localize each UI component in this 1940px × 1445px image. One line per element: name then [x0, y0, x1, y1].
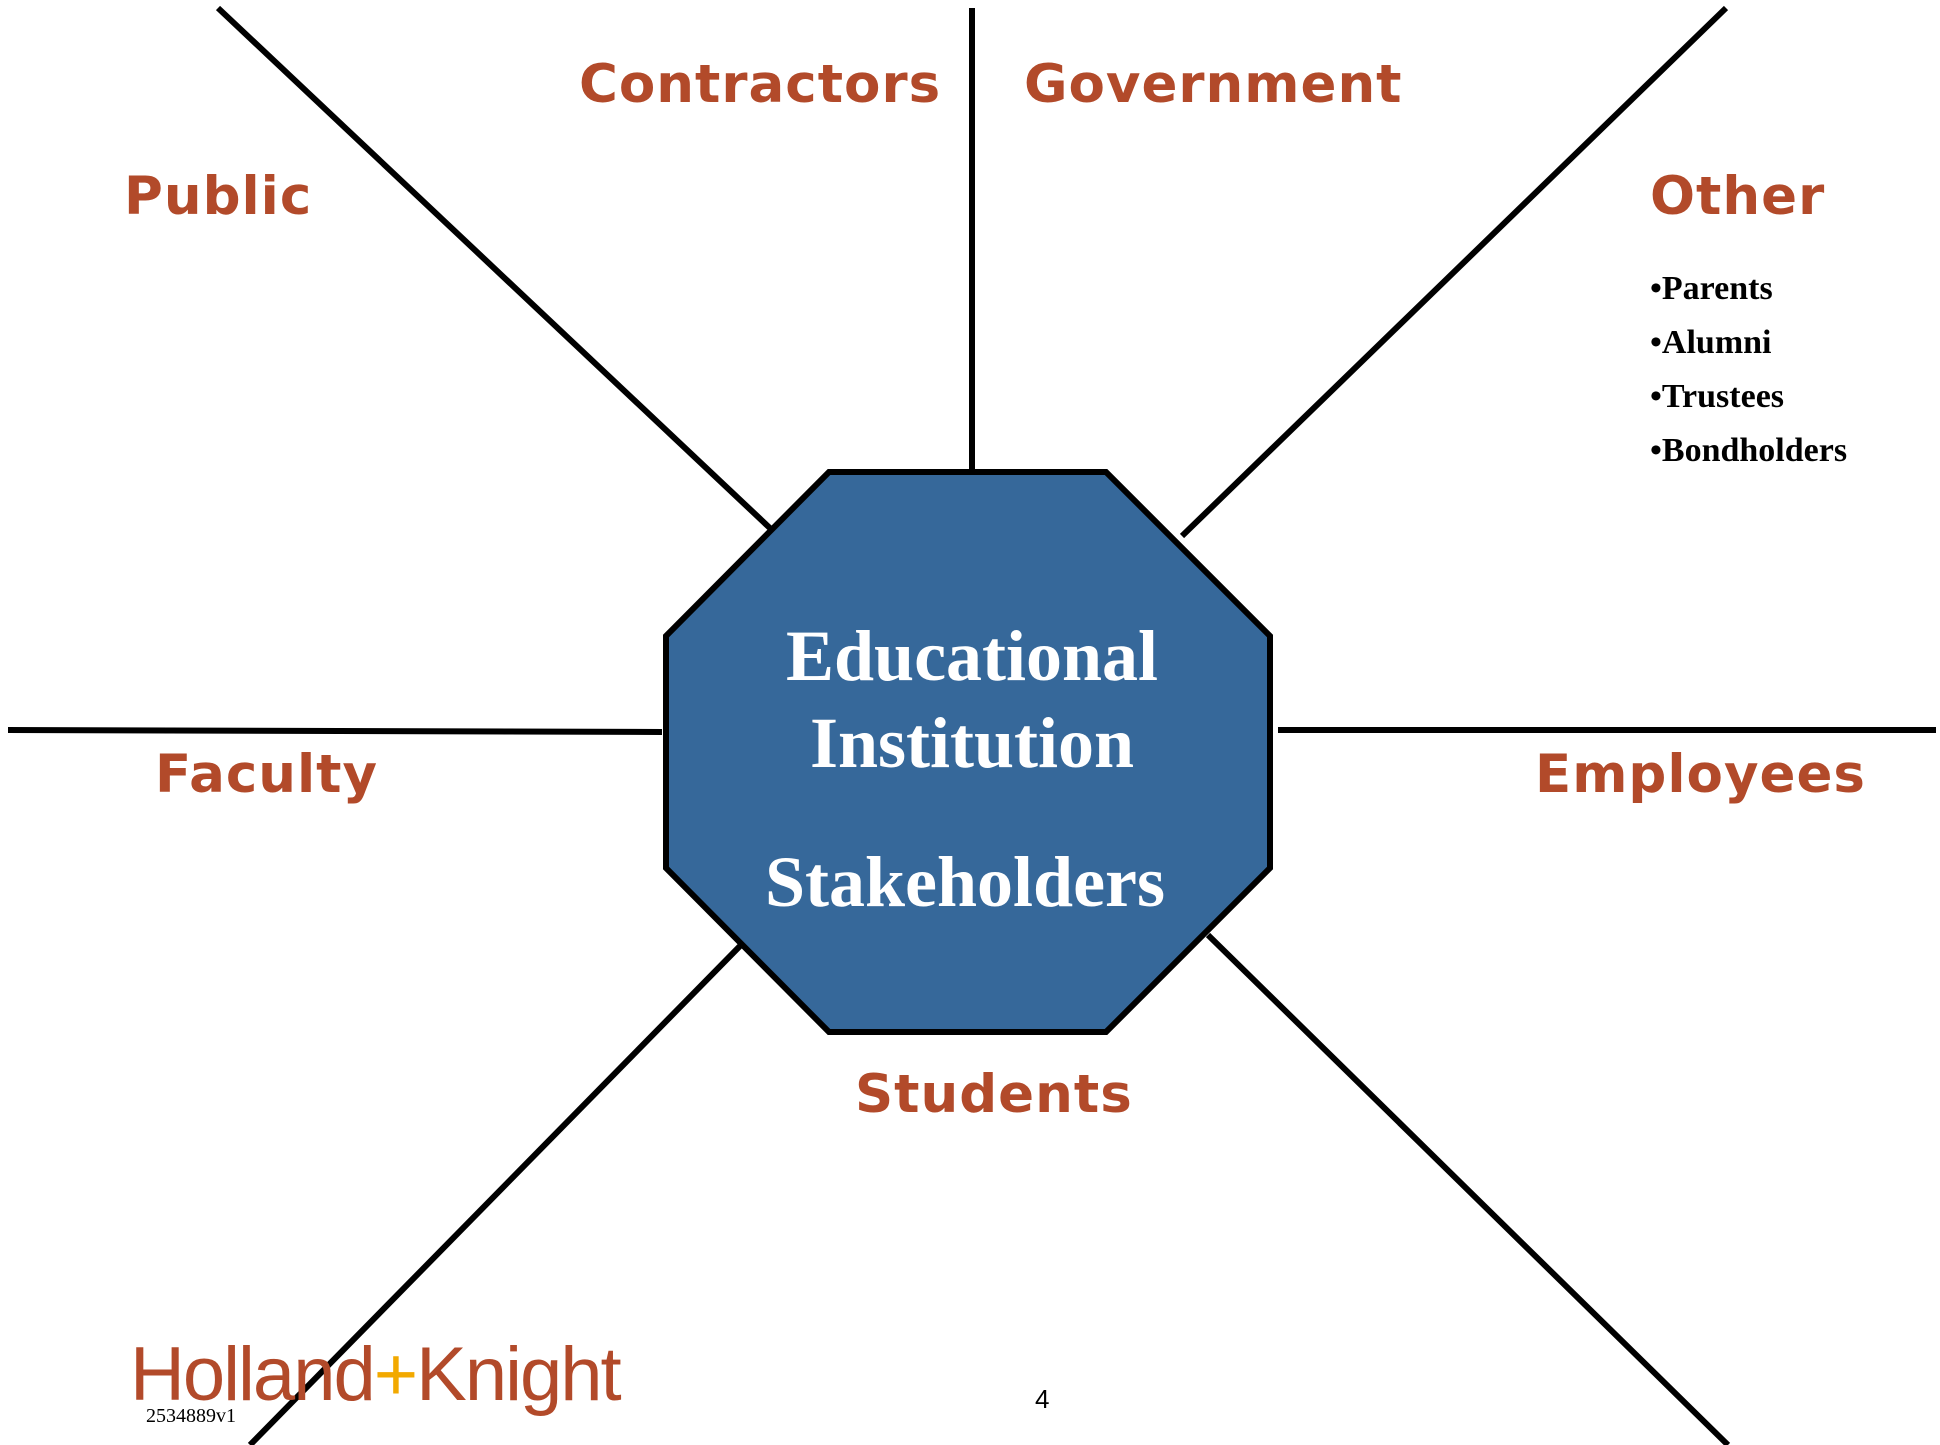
- label-contractors: Contractors: [579, 54, 941, 115]
- logo-holland: Holland: [130, 1332, 374, 1417]
- logo-knight: Knight: [416, 1332, 621, 1417]
- label-other: Other: [1650, 166, 1825, 227]
- other-item-bondholders: •Bondholders: [1650, 432, 1847, 469]
- other-item-alumni: •Alumni: [1650, 324, 1772, 361]
- spoke-top-left: [215, 5, 775, 533]
- document-id: 2534889v1: [146, 1405, 236, 1427]
- spoke-lines: [7, 5, 1936, 1445]
- spoke-top-right: [1179, 5, 1729, 539]
- spoke-bottom-right: [1205, 932, 1731, 1445]
- other-item-parents: •Parents: [1650, 270, 1773, 307]
- logo-plus: +: [374, 1332, 416, 1417]
- center-title-line1: Educational: [786, 616, 1158, 696]
- page-number: 4: [1035, 1384, 1049, 1414]
- label-students: Students: [855, 1064, 1133, 1125]
- label-faculty: Faculty: [155, 744, 378, 805]
- other-item-trustees: •Trustees: [1650, 378, 1784, 415]
- center-title-line2: Institution: [810, 703, 1134, 783]
- label-employees: Employees: [1535, 744, 1866, 805]
- holland-knight-logo: Holland+Knight: [130, 1332, 622, 1417]
- label-government: Government: [1024, 54, 1403, 115]
- spoke-bottom-left: [247, 943, 743, 1445]
- label-public: Public: [124, 166, 312, 227]
- spoke-left: [7, 727, 663, 735]
- center-octagon: [663, 469, 1273, 1035]
- center-title-line3: Stakeholders: [765, 842, 1165, 922]
